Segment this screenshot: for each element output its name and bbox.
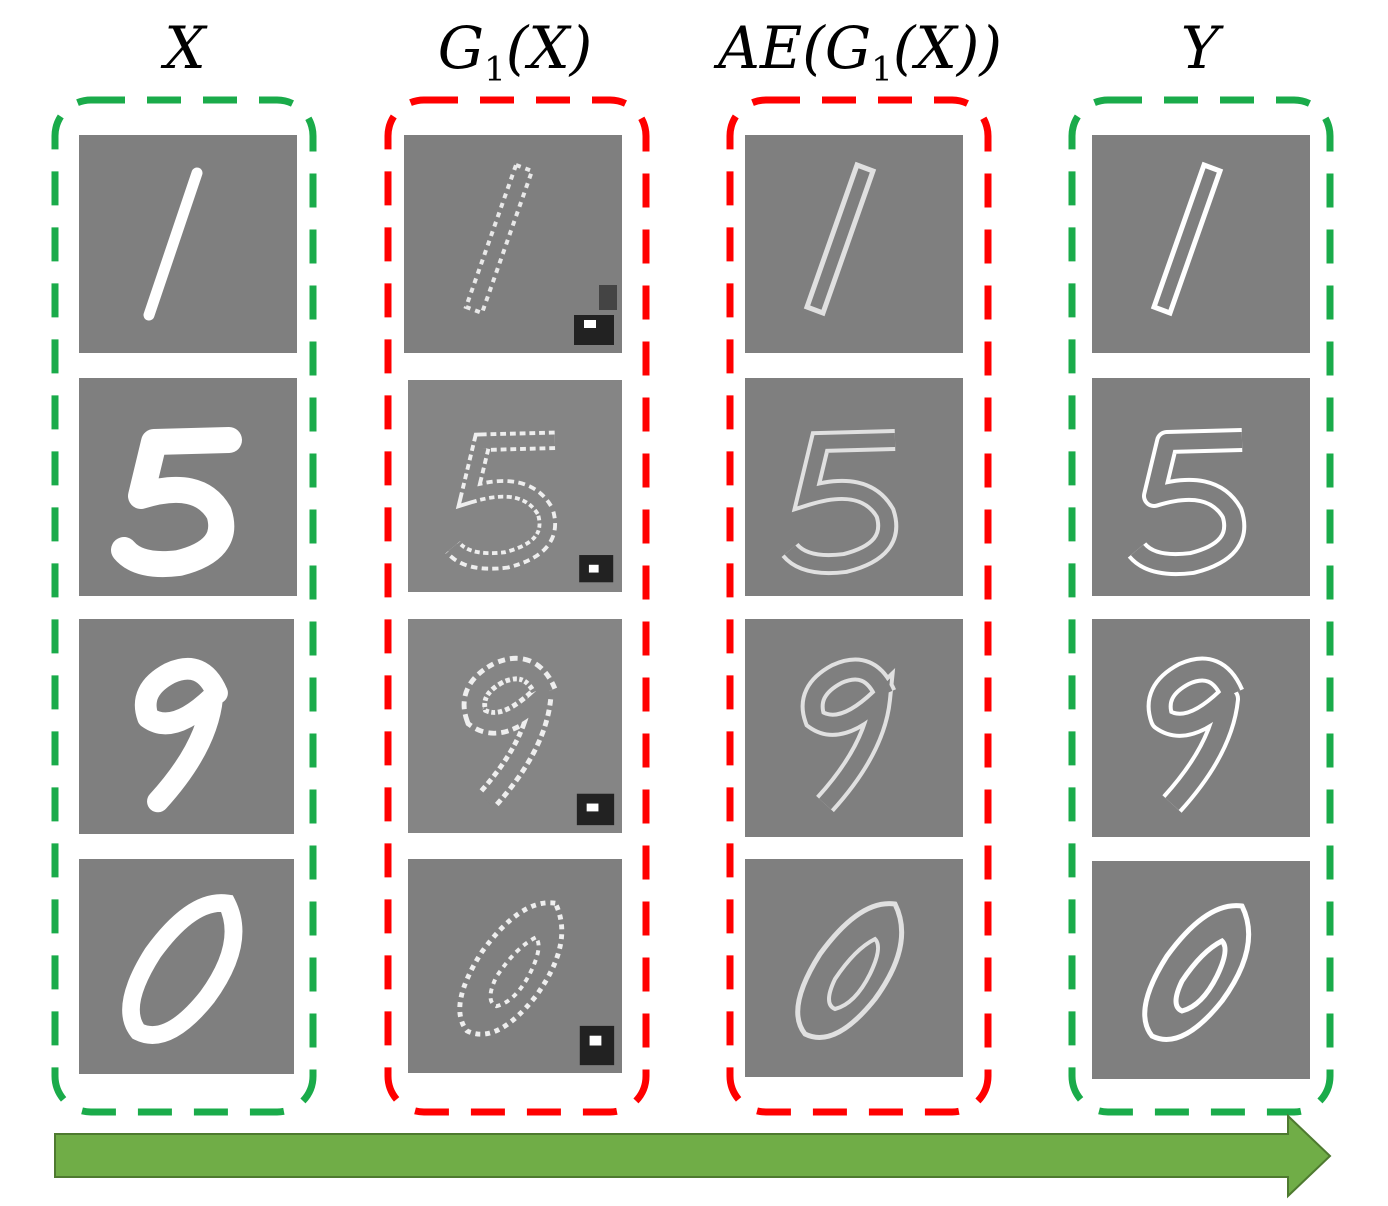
tile-x-5 — [79, 378, 297, 596]
tile-y-9 — [1092, 619, 1310, 837]
column-title-g1x: G1(X) — [437, 14, 593, 90]
tile-y-0 — [1092, 861, 1310, 1079]
tile-y-1 — [1092, 135, 1310, 353]
tile-ae-9 — [745, 619, 963, 837]
tile-ae-1 — [745, 135, 963, 353]
column-title-ae: AE(G1(X)) — [717, 14, 1002, 90]
tile-g1x-5 — [408, 380, 622, 592]
tile-g1x-0 — [408, 859, 622, 1073]
tile-g1x-9 — [408, 619, 622, 833]
tile-g1x-1 — [404, 135, 622, 353]
tile-ae-0 — [745, 859, 963, 1077]
tile-x-0 — [79, 859, 294, 1074]
tile-y-5 — [1092, 378, 1310, 596]
column-title-y: Y — [1180, 14, 1220, 82]
column-title-x: X — [164, 14, 206, 82]
progress-arrow — [54, 1113, 1332, 1199]
tile-x-1 — [79, 135, 297, 353]
tile-x-9 — [79, 619, 294, 834]
tile-ae-5 — [745, 378, 963, 596]
